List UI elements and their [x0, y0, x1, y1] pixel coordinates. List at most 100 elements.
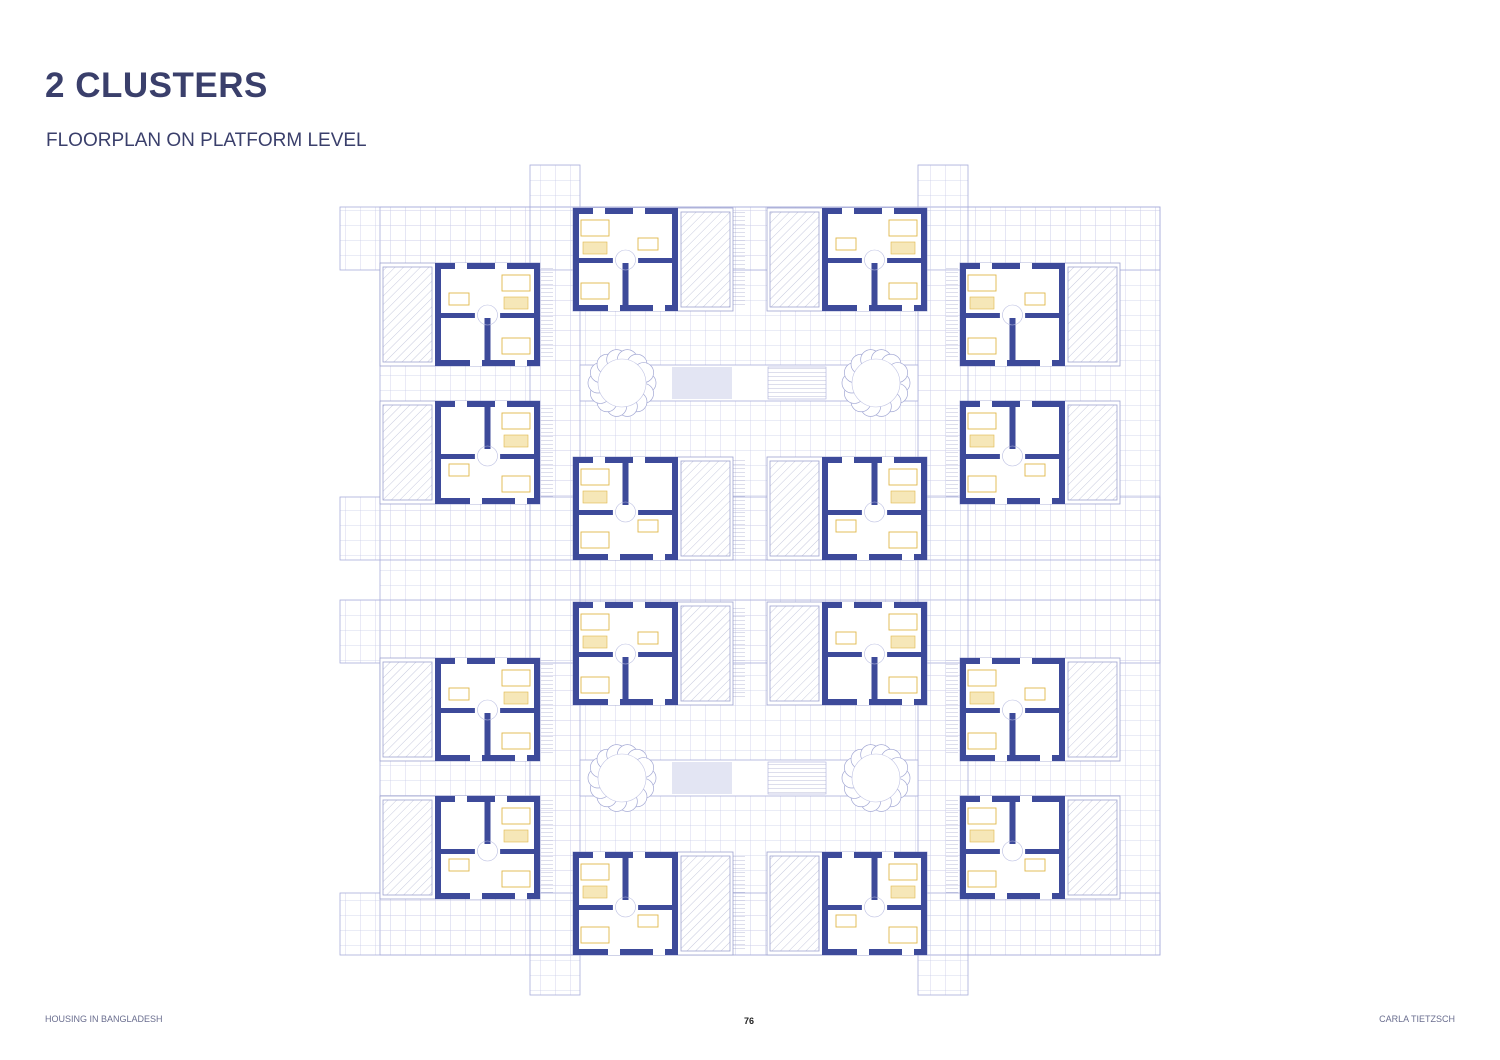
window — [633, 602, 645, 608]
window — [495, 263, 507, 269]
terrace — [769, 605, 820, 702]
wall — [435, 498, 540, 504]
terrace — [1067, 266, 1118, 363]
window — [980, 263, 992, 269]
tree-icon — [587, 349, 657, 417]
bed — [888, 468, 918, 486]
wall — [1025, 849, 1065, 854]
terrace — [680, 855, 731, 952]
wall — [622, 457, 629, 505]
bed — [501, 807, 531, 825]
wall — [573, 949, 678, 955]
bed — [967, 669, 997, 687]
stair — [733, 210, 745, 305]
grid-area — [339, 892, 1161, 956]
wall — [435, 263, 540, 269]
terrace — [382, 404, 433, 501]
wall — [960, 263, 1065, 269]
terrace — [769, 211, 820, 308]
window — [593, 208, 605, 214]
wall — [960, 498, 1065, 504]
grid-area — [339, 206, 1161, 271]
window — [857, 699, 869, 705]
wall — [1009, 796, 1016, 844]
bed — [501, 274, 531, 292]
terrace — [680, 605, 731, 702]
dining-table — [448, 687, 470, 701]
door-swing — [864, 501, 885, 523]
bathroom — [890, 241, 916, 255]
window — [593, 457, 605, 463]
door-swing — [864, 896, 885, 918]
wall — [484, 401, 491, 449]
door-swing — [1002, 445, 1023, 467]
bed — [967, 807, 997, 825]
window — [980, 401, 992, 407]
window — [455, 401, 467, 407]
window — [995, 360, 1007, 366]
wall — [573, 852, 579, 955]
footer-publication: HOUSING IN BANGLADESH — [45, 1014, 163, 1024]
door-swing — [615, 249, 636, 271]
wall — [435, 893, 540, 899]
housing-unit — [572, 601, 734, 706]
bathroom — [969, 296, 995, 310]
housing-unit — [379, 400, 541, 505]
wall — [638, 510, 678, 515]
wall — [960, 454, 1000, 459]
housing-unit — [959, 400, 1121, 505]
window — [515, 893, 527, 899]
housing-units — [379, 207, 1121, 956]
housing-unit — [379, 262, 541, 367]
window — [857, 949, 869, 955]
wall — [435, 313, 475, 318]
bed — [580, 926, 610, 944]
door-swing — [477, 840, 498, 862]
wall — [960, 708, 1000, 713]
wall — [871, 263, 878, 311]
bed — [967, 475, 997, 493]
wall — [573, 905, 613, 910]
bed — [967, 337, 997, 355]
window — [1020, 658, 1032, 664]
wall — [1025, 454, 1065, 459]
bed — [888, 926, 918, 944]
bathroom — [969, 829, 995, 843]
window — [470, 498, 482, 504]
wall — [822, 602, 927, 608]
bed — [888, 863, 918, 881]
wall — [573, 457, 579, 560]
wall — [1025, 313, 1065, 318]
wall — [500, 313, 540, 318]
window — [633, 208, 645, 214]
bed — [888, 676, 918, 694]
window — [515, 755, 527, 761]
housing-unit — [572, 851, 734, 956]
bed — [580, 613, 610, 631]
stair — [733, 460, 745, 555]
stair — [541, 265, 553, 360]
wall — [1059, 796, 1065, 899]
bathroom — [890, 635, 916, 649]
window — [980, 796, 992, 802]
stair — [767, 366, 827, 400]
wall — [887, 905, 927, 910]
window — [1020, 263, 1032, 269]
bed — [967, 870, 997, 888]
wall — [573, 554, 678, 560]
grid-area — [339, 496, 1161, 561]
bathroom — [582, 490, 608, 504]
window — [857, 554, 869, 560]
window — [608, 699, 620, 705]
window — [653, 949, 665, 955]
window — [902, 305, 914, 311]
wall — [622, 852, 629, 900]
wall — [638, 258, 678, 263]
wall — [887, 258, 927, 263]
window — [842, 852, 854, 858]
tree-icon — [841, 744, 911, 812]
dining-table — [835, 519, 857, 533]
dining-table — [637, 237, 659, 251]
wall — [638, 652, 678, 657]
wall — [534, 401, 540, 504]
